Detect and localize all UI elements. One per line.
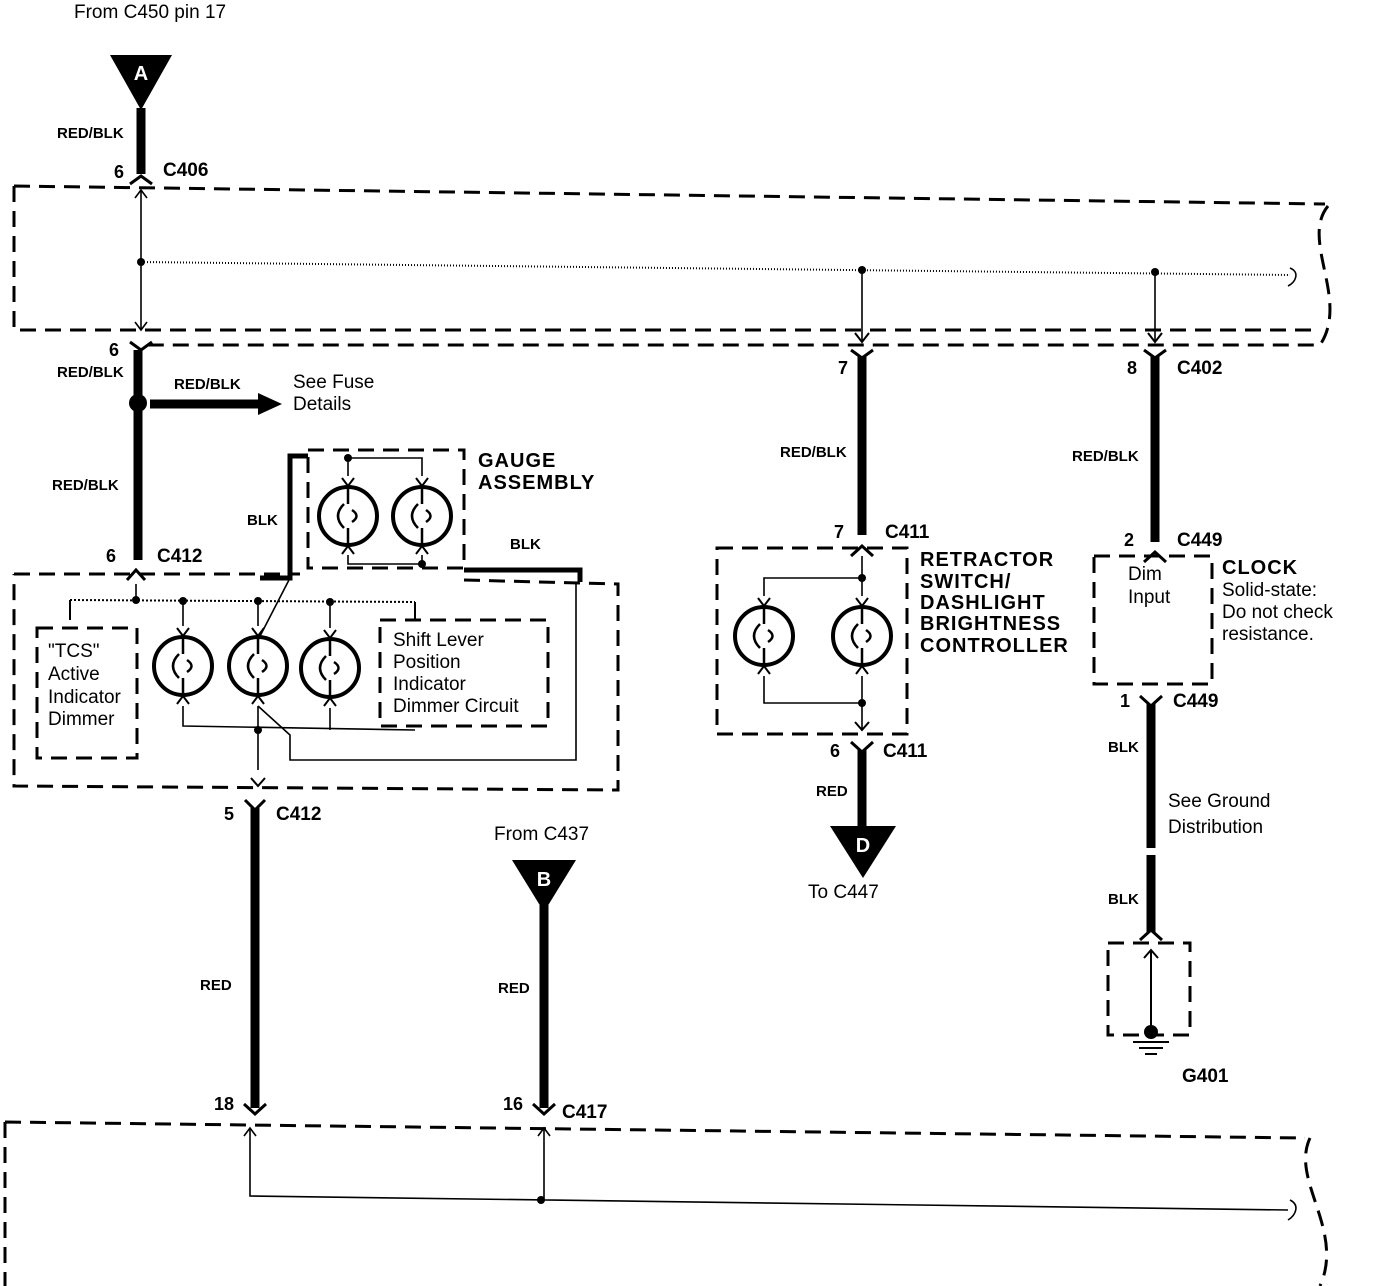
gauge-bulb-2 xyxy=(391,476,453,556)
arrow-to-fuse xyxy=(258,393,282,415)
fuse-ref-line2: Details xyxy=(293,394,351,415)
source-a-text: From C450 pin 17 xyxy=(74,2,226,23)
top-harness-box xyxy=(12,184,1332,347)
c402-pin-8: 8 xyxy=(1127,358,1137,378)
shift-line1: Shift Lever xyxy=(393,630,484,651)
ground-point xyxy=(1144,1025,1158,1039)
wire-label-red-blk-6: RED/BLK xyxy=(1072,448,1139,465)
shift-line4: Dimmer Circuit xyxy=(393,696,519,717)
clock-title: CLOCK xyxy=(1222,557,1298,579)
ground-ref-line2: Distribution xyxy=(1168,817,1263,838)
wire-label-blk-2: BLK xyxy=(510,536,541,553)
ground-symbol xyxy=(1133,1041,1169,1055)
c411-top-label: C411 xyxy=(885,522,930,543)
tcs-line1: "TCS" xyxy=(48,641,100,662)
gauge-assembly-line2: ASSEMBLY xyxy=(478,472,595,494)
splice-point xyxy=(129,394,147,412)
tcs-line3: Indicator xyxy=(48,687,122,708)
tcs-line2: Active xyxy=(48,664,100,685)
c412-bottom-pin: 5 xyxy=(224,804,234,824)
c417-label: C417 xyxy=(562,1102,607,1123)
c406-label: C406 xyxy=(163,160,208,181)
clock-note3: resistance. xyxy=(1222,624,1314,645)
c449-bottom-label: C449 xyxy=(1173,691,1218,712)
gauge-blk-wire-2 xyxy=(464,567,583,582)
gauge-assembly-box xyxy=(306,448,466,570)
c406-pin-top: 6 xyxy=(114,162,124,182)
clock-input-line2: Input xyxy=(1128,587,1171,608)
wire-label-red-2: RED xyxy=(498,980,530,997)
retractor-bulb-2 xyxy=(831,596,893,676)
c411-bottom-label: C411 xyxy=(883,741,928,762)
wire-label-blk-1: BLK xyxy=(247,512,278,529)
gauge-bulb-1 xyxy=(317,476,379,556)
marker-a-label: A xyxy=(134,63,148,85)
fuse-ref-line1: See Fuse xyxy=(293,372,374,393)
wire-label-red-1: RED xyxy=(200,977,232,994)
c412-bottom-label: C412 xyxy=(276,804,321,825)
c412-top-label: C412 xyxy=(157,546,202,567)
shift-line3: Indicator xyxy=(393,674,467,695)
c406-pin-bottom: 6 xyxy=(109,340,119,360)
marker-b-label: B xyxy=(537,869,551,891)
marker-b-triangle xyxy=(512,860,576,912)
clock-input-line1: Dim xyxy=(1128,564,1162,585)
indicator-bulb-1 xyxy=(152,626,214,706)
wire-label-red-blk-1: RED/BLK xyxy=(57,125,124,142)
retractor-line4: BRIGHTNESS xyxy=(920,613,1061,635)
top-bus-line xyxy=(140,261,1291,276)
retractor-line2: SWITCH/ xyxy=(920,571,1011,593)
c417-pin-16: 16 xyxy=(503,1094,523,1114)
clock-box xyxy=(1092,554,1214,686)
retractor-box xyxy=(715,546,909,736)
gauge-assembly-line1: GAUGE xyxy=(478,450,556,472)
clock-note2: Do not check xyxy=(1222,602,1333,623)
c411-top-pin: 7 xyxy=(834,522,844,542)
c402-pin-7: 7 xyxy=(838,358,848,378)
wire-label-red-blk-3: RED/BLK xyxy=(174,376,241,393)
ground-label: G401 xyxy=(1182,1066,1229,1087)
clock-note1: Solid-state: xyxy=(1222,580,1317,601)
retractor-line1: RETRACTOR xyxy=(920,549,1054,571)
c449-top-label: C449 xyxy=(1177,530,1222,551)
c417-pin-18: 18 xyxy=(214,1094,234,1114)
wire-label-blk-3: BLK xyxy=(1108,739,1139,756)
retractor-bulb-1 xyxy=(733,596,795,676)
marker-d-label: D xyxy=(856,835,870,857)
c402-label: C402 xyxy=(1177,358,1222,379)
c412-top-pin: 6 xyxy=(106,546,116,566)
c411-bottom-pin: 6 xyxy=(830,741,840,761)
marker-b-text: From C437 xyxy=(494,824,589,845)
gauge-blk-wire xyxy=(260,453,308,581)
instrument-box xyxy=(12,572,620,792)
wire-label-red-3: RED xyxy=(816,783,848,800)
wire-label-red-blk-5: RED/BLK xyxy=(780,444,847,461)
shift-dimmer-box xyxy=(378,618,550,728)
tcs-dimmer-box xyxy=(35,626,139,760)
c449-bottom-pin: 1 xyxy=(1120,691,1130,711)
ground-ref-line1: See Ground xyxy=(1168,791,1270,812)
ground-box xyxy=(1106,941,1192,1037)
marker-d-triangle xyxy=(830,826,896,878)
wire-label-red-blk-4: RED/BLK xyxy=(52,477,119,494)
bottom-harness-box xyxy=(3,1120,1329,1286)
retractor-line3: DASHLIGHT xyxy=(920,592,1046,614)
wire-label-red-blk-2: RED/BLK xyxy=(57,364,124,381)
c449-top-pin: 2 xyxy=(1124,530,1134,550)
wire-label-blk-4: BLK xyxy=(1108,891,1139,908)
tcs-line4: Dimmer xyxy=(48,709,115,730)
indicator-bulb-3 xyxy=(299,628,361,708)
retractor-line5: CONTROLLER xyxy=(920,635,1069,657)
marker-d-text: To C447 xyxy=(808,882,879,903)
marker-a-triangle xyxy=(110,55,172,110)
shift-line2: Position xyxy=(393,652,461,673)
